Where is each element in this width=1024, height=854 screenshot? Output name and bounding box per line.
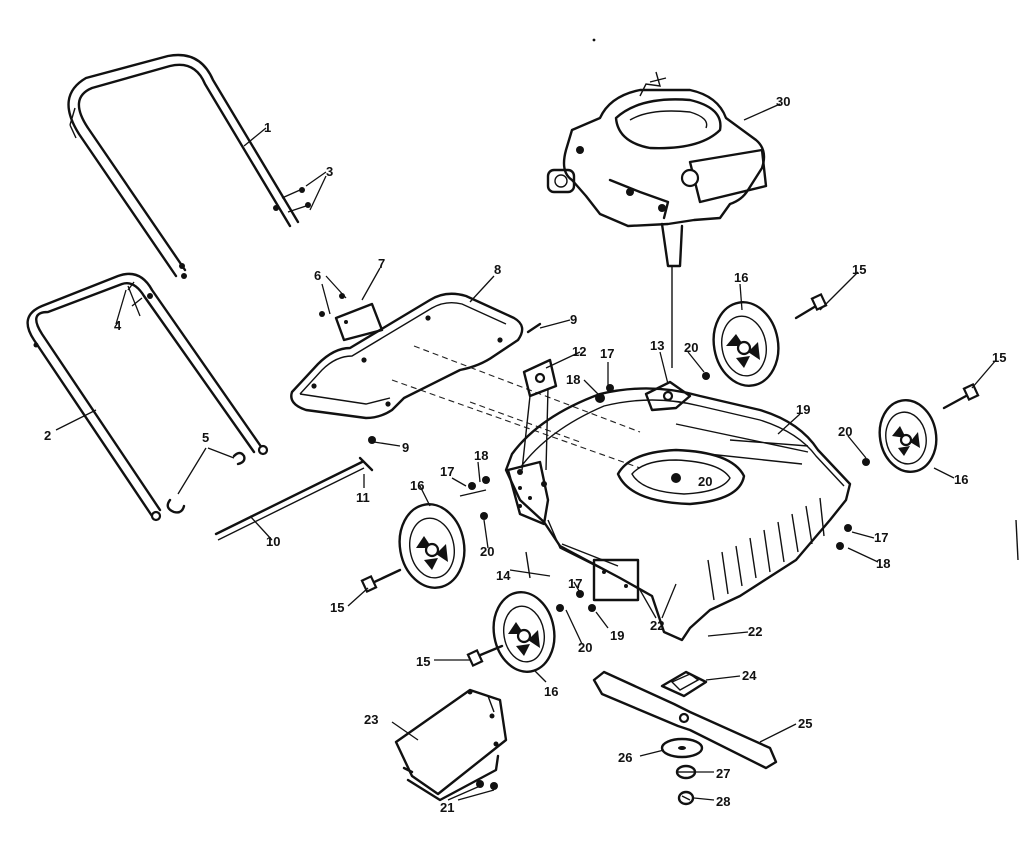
wheel-bolts — [360, 292, 980, 668]
callout-20-top: 20 — [684, 340, 698, 355]
callout-25: 25 — [798, 716, 812, 731]
callout-18-right: 18 — [876, 556, 890, 571]
callout-18-left: 18 — [474, 448, 488, 463]
wheel-rear-left — [878, 399, 938, 473]
callout-22-left: 22 — [650, 618, 664, 633]
callout-19-deck: 19 — [796, 402, 810, 417]
callout-15-front-right: 15 — [330, 600, 344, 615]
callout-1: 1 — [264, 120, 271, 135]
alignment-lines — [391, 345, 641, 469]
wheel-rear-right — [712, 301, 780, 387]
callout-17-bottom: 17 — [568, 576, 582, 591]
callout-15-rear-right: 15 — [852, 262, 866, 277]
deflector-bracket — [319, 293, 384, 342]
callout-9-upper: 9 — [570, 312, 577, 327]
callout-30: 30 — [776, 94, 790, 109]
callout-12: 12 — [572, 344, 586, 359]
callout-19-bottom: 19 — [610, 628, 624, 643]
callout-15-front-left: 15 — [416, 654, 430, 669]
blade-bolt — [677, 790, 695, 806]
callout-5: 5 — [202, 430, 209, 445]
handle-rod — [214, 456, 374, 541]
edge-line — [1015, 519, 1019, 561]
blade-adapter — [660, 670, 708, 698]
callout-13: 13 — [650, 338, 664, 353]
callout-26: 26 — [618, 750, 632, 765]
engine — [546, 71, 768, 268]
callout-21: 21 — [440, 800, 454, 815]
callout-17-top: 17 — [600, 346, 614, 361]
callout-16-rear-right: 16 — [734, 270, 748, 285]
callout-28: 28 — [716, 794, 730, 809]
callout-3: 3 — [326, 164, 333, 179]
wheel-front-left — [492, 591, 556, 673]
rear-flap — [394, 688, 508, 802]
callout-labels: 1 3 4 2 5 6 7 8 9 9 10 11 12 17 18 13 20… — [44, 94, 1006, 815]
callout-27: 27 — [716, 766, 730, 781]
callout-9-lower: 9 — [402, 440, 409, 455]
callout-17-right: 17 — [874, 530, 888, 545]
handle-bolts — [281, 187, 311, 213]
callout-7: 7 — [378, 256, 385, 271]
deflector-plate — [290, 292, 524, 420]
callout-20-bottom: 20 — [578, 640, 592, 655]
mower-deck — [504, 387, 852, 642]
callout-20-center: 20 — [698, 474, 712, 489]
callout-6: 6 — [314, 268, 321, 283]
blade — [592, 670, 778, 770]
callout-20-left: 20 — [480, 544, 494, 559]
callout-18-top: 18 — [566, 372, 580, 387]
callout-2: 2 — [44, 428, 51, 443]
lower-handle — [26, 272, 269, 522]
callout-23: 23 — [364, 712, 378, 727]
callout-16-front-left: 16 — [544, 684, 558, 699]
callout-10: 10 — [266, 534, 280, 549]
upper-handle — [67, 53, 300, 279]
speck — [592, 38, 596, 42]
callout-11: 11 — [356, 490, 370, 505]
callout-24: 24 — [742, 668, 757, 683]
callout-8: 8 — [494, 262, 501, 277]
blade-washer — [660, 737, 704, 759]
handle-clips — [166, 447, 246, 514]
lock-washer — [675, 764, 697, 780]
deck-fasteners — [459, 372, 870, 612]
deck-brackets — [521, 358, 692, 471]
callout-17-left: 17 — [440, 464, 454, 479]
callout-4: 4 — [114, 318, 122, 333]
callout-20-right: 20 — [838, 424, 852, 439]
callout-16-rear-left: 16 — [954, 472, 968, 487]
callout-15-rear-left: 15 — [992, 350, 1006, 365]
callout-22-right: 22 — [748, 624, 762, 639]
callout-16-front-right: 16 — [410, 478, 424, 493]
callout-14: 14 — [496, 568, 511, 583]
wheel-front-right — [398, 503, 466, 589]
leader-lines — [55, 103, 997, 801]
